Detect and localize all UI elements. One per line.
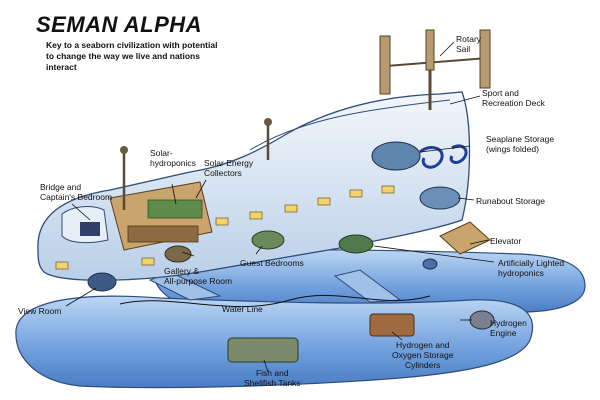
pontoon-nozzle	[422, 258, 438, 270]
label-seaplane-storage: Seaplane Storage (wings folded)	[486, 134, 555, 154]
label-bridge: Bridge and Captain's Bedroom	[40, 182, 113, 202]
hull-logo	[449, 144, 468, 164]
label-view-room: View Room	[18, 306, 62, 316]
window-row	[55, 185, 395, 270]
mast-light	[120, 146, 128, 154]
hull-logo	[419, 146, 444, 169]
guest-bedroom-porthole	[251, 230, 285, 250]
hull-strut	[333, 269, 402, 303]
captain-cabin	[80, 222, 100, 236]
leader-lines	[65, 41, 495, 373]
window	[317, 197, 331, 206]
leader-line	[171, 183, 177, 205]
leader-line	[391, 331, 403, 341]
leader-line	[195, 179, 207, 199]
rotary-sail-blade	[379, 35, 391, 95]
leader-line	[373, 245, 495, 263]
label-rotary-sail: Rotary Sail	[456, 34, 482, 54]
label-solar-collectors: Solar Energy Collectors	[204, 158, 254, 178]
window	[249, 211, 263, 220]
storage-cylinders-cutaway	[369, 313, 415, 337]
leader-line	[469, 239, 489, 245]
hydroponics-porthole	[338, 234, 374, 254]
leader-line	[181, 251, 195, 257]
window	[381, 185, 395, 194]
leader-line	[65, 287, 97, 307]
label-artificial-hydroponics: Artificially Lighted hydroponics	[498, 258, 565, 278]
label-gallery: Gallery & All-purpose Room	[164, 266, 233, 286]
label-solar-hydroponics: Solar- hydroponics	[150, 148, 196, 168]
mast-light	[264, 118, 272, 126]
label-elevator: Elevator	[490, 236, 522, 246]
leader-line	[71, 203, 91, 221]
gallery-room	[127, 225, 199, 243]
runabout-porthole	[419, 186, 461, 210]
label-hydrogen-engine: Hydrogen Engine	[490, 318, 527, 338]
rotary-sail-blade	[425, 29, 435, 71]
window	[55, 261, 69, 270]
hydroponics-bed	[147, 199, 203, 219]
diagram-subtitle: Key to a seaborn civilization with poten…	[46, 40, 218, 72]
window	[349, 189, 363, 198]
rotary-sail-arm	[385, 57, 489, 67]
label-runabout-storage: Runabout Storage	[476, 196, 545, 206]
leader-line	[439, 41, 455, 57]
leader-line	[449, 95, 481, 105]
window	[284, 204, 298, 213]
leader-line	[419, 145, 471, 153]
leader-line	[255, 245, 263, 255]
label-hydrogen-storage: Hydrogen and Oxygen Storage Cylinders	[392, 340, 454, 370]
elevator-platform	[439, 221, 491, 255]
window	[215, 217, 229, 226]
seaplane-porthole	[371, 141, 421, 171]
label-fish-tanks: Fish and Shellfish Tanks	[244, 368, 301, 388]
rotary-sail-blade	[479, 29, 491, 89]
leader-line	[263, 359, 269, 373]
gallery-porthole	[164, 245, 192, 263]
leader-line	[457, 197, 475, 201]
view-room-porthole	[87, 272, 117, 292]
water-line	[119, 294, 431, 308]
window	[141, 257, 155, 266]
label-guest-bedrooms: Guest Bedrooms	[240, 258, 304, 268]
label-water-line: Water Line	[222, 304, 263, 314]
label-sport-deck: Sport and Recreation Deck	[482, 88, 545, 108]
fish-tank-cutaway	[227, 337, 299, 363]
diagram-title: SEMAN ALPHA	[36, 12, 203, 37]
